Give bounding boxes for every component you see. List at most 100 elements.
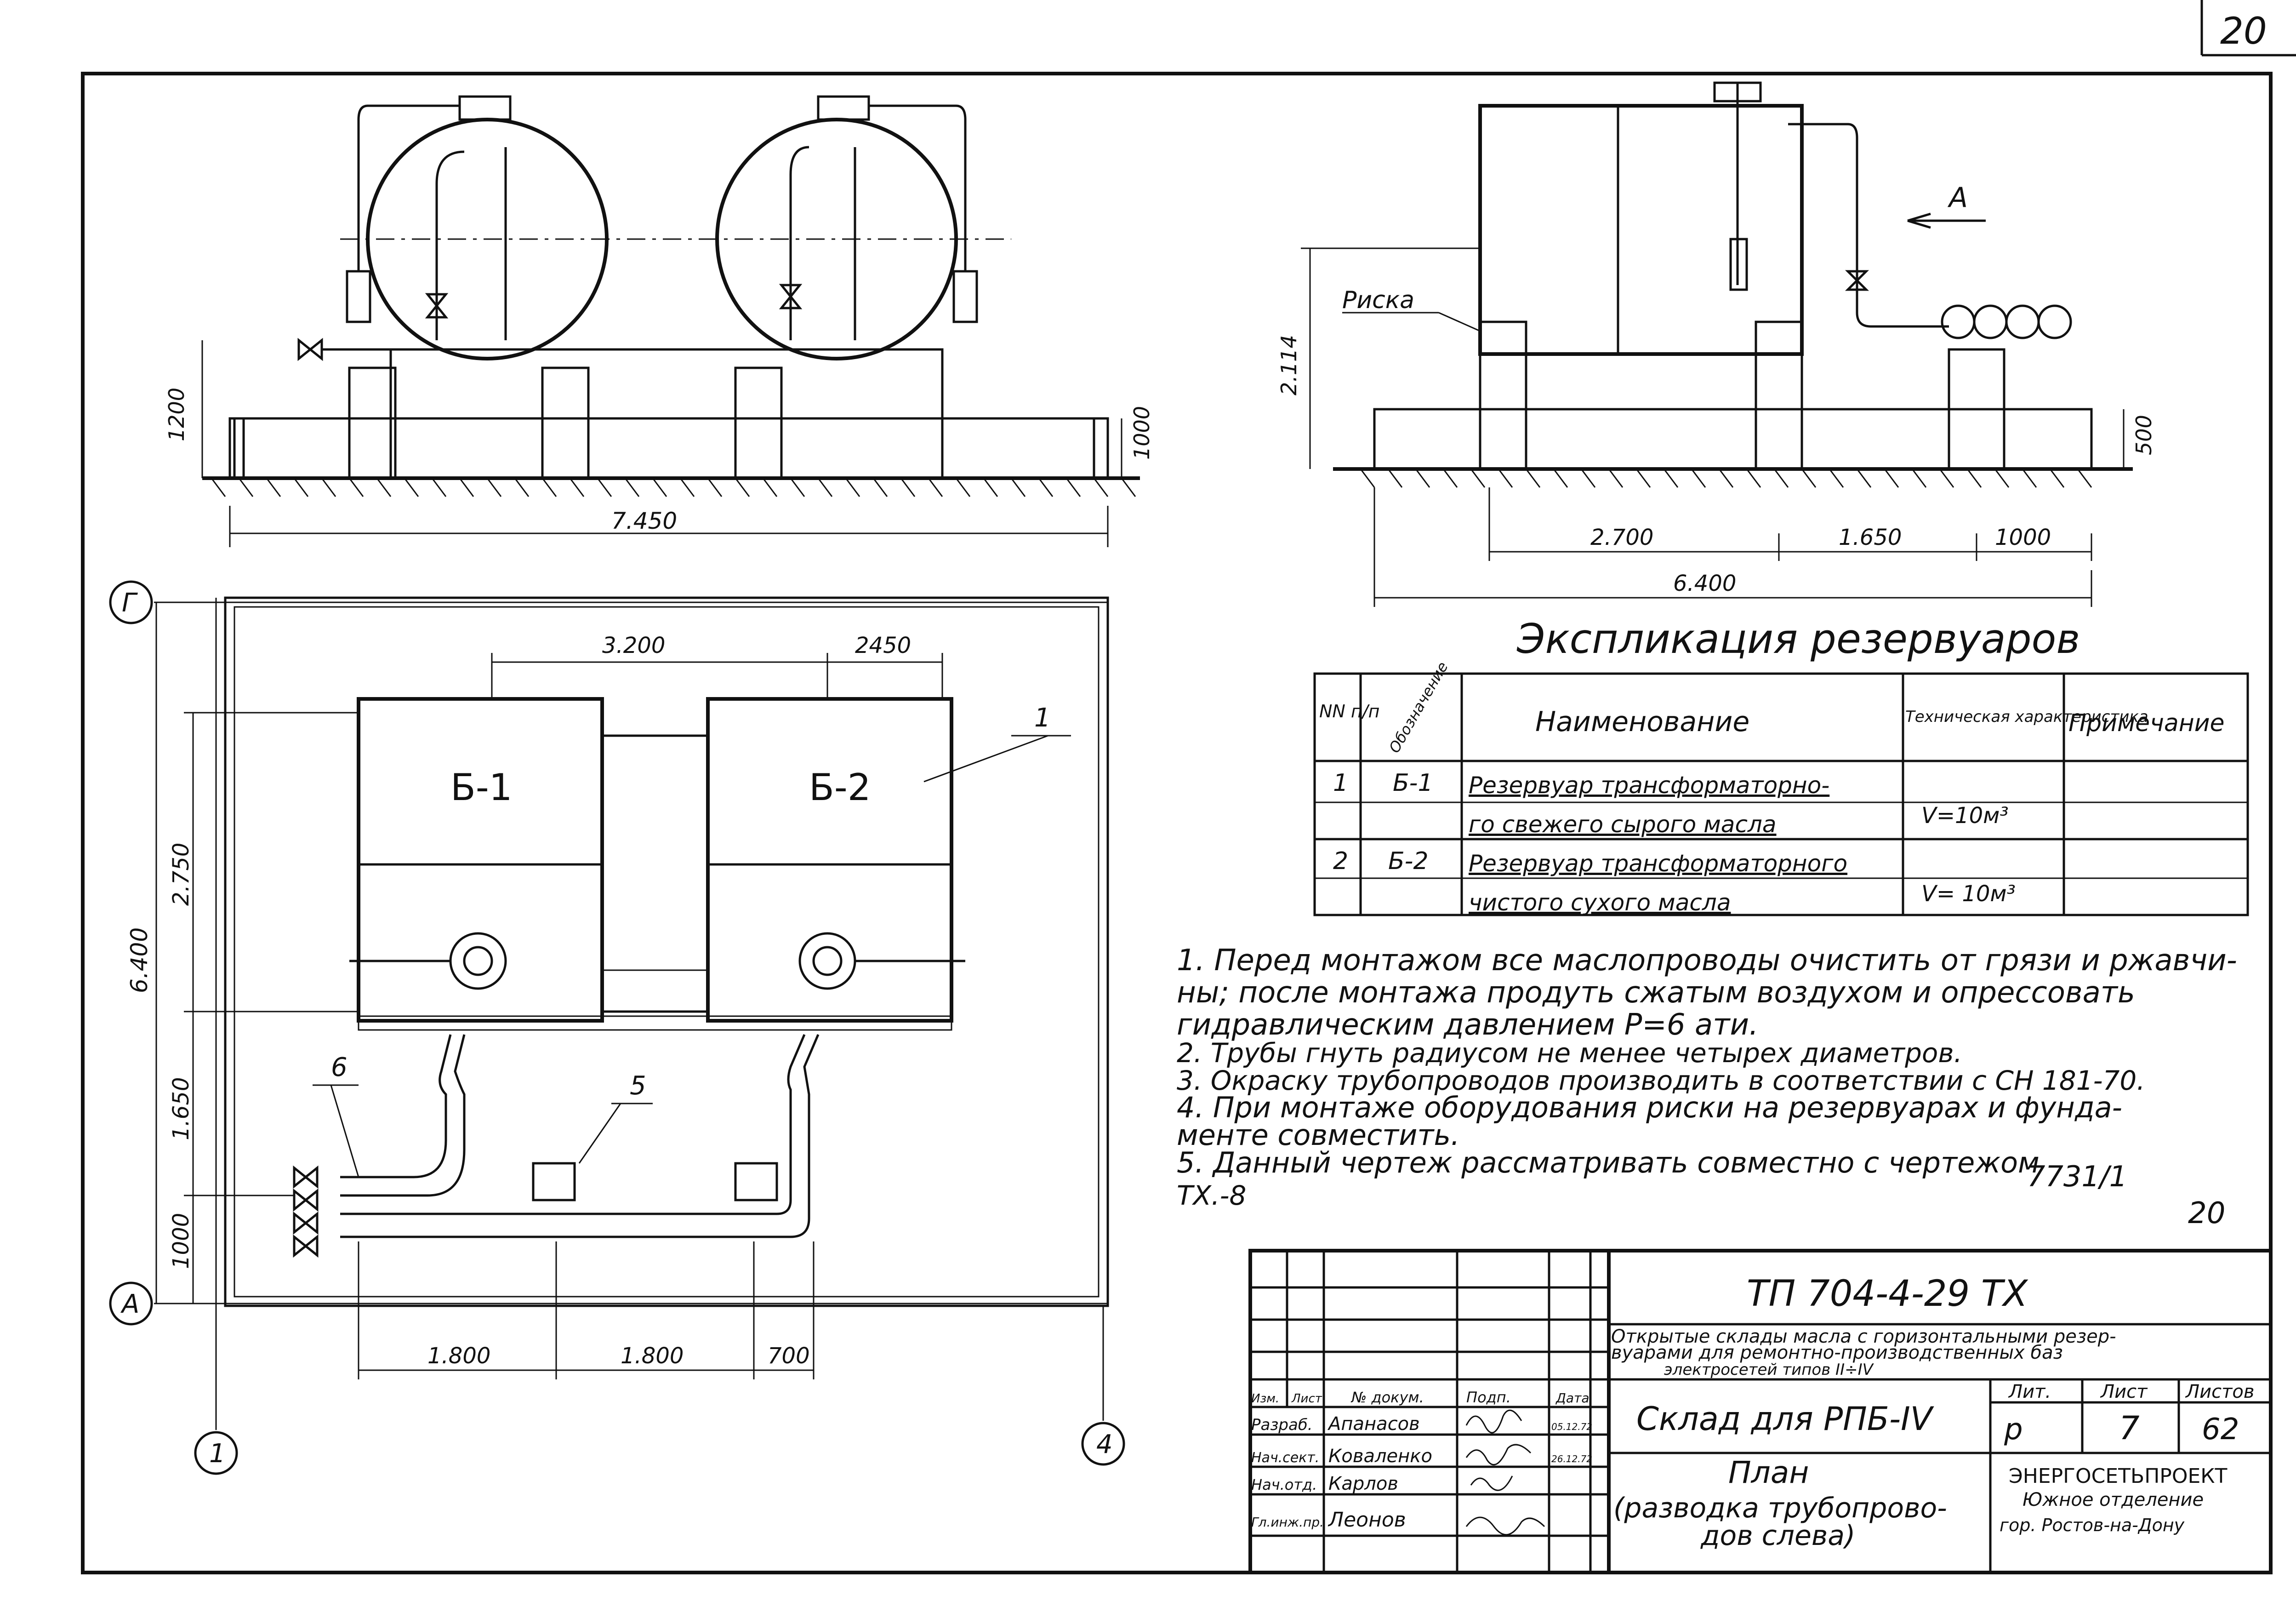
- plan-view: Г А 1 4 Б-1 Б-2 1: [109, 580, 1125, 1475]
- stamp-name: Леонов: [1327, 1508, 1406, 1532]
- stamp-header: Подп.: [1466, 1389, 1511, 1406]
- note-line: гидравлическим давлением P=6 ати.: [1177, 1008, 1758, 1042]
- risk-label: Риска: [1342, 286, 1414, 314]
- plan-dim-left-2: 1.650: [168, 1077, 194, 1140]
- callout-5: 5: [630, 1071, 646, 1101]
- signature: [1465, 1516, 1545, 1536]
- row1-code: Б-1: [1393, 769, 1433, 797]
- sheets-value: 62: [2202, 1413, 2239, 1447]
- dim-length: 7.450: [611, 508, 677, 534]
- note-line: менте совместить.: [1177, 1118, 1460, 1152]
- signature: [1465, 1444, 1532, 1465]
- valve-icon: [293, 1165, 319, 1189]
- side-elevation-view: А Риска 2.114 500 2.700 1.650 1000 6.400: [1276, 81, 2156, 607]
- axis-bubble-g: [109, 580, 153, 624]
- stamp-role: Нач.сект.: [1251, 1450, 1319, 1466]
- side-dim-seg2: 1.650: [1839, 525, 1902, 550]
- note-line: ны; после монтажа продуть сжатым воздухо…: [1177, 976, 2135, 1010]
- tank-b1-label: Б-1: [450, 766, 513, 809]
- row2-name-line1: Резервуар трансформаторного: [1469, 850, 1847, 877]
- signature: [1470, 1475, 1513, 1491]
- valve-icon: [425, 293, 449, 319]
- plan-dim-top-2: 2450: [855, 633, 911, 658]
- org-name: ЭНЕРГОСЕТЬПРОЕКТ: [2009, 1464, 2227, 1488]
- sheet-number-mark: 20: [2188, 1196, 2225, 1230]
- valve-icon: [293, 1234, 319, 1258]
- explication-table: [1313, 672, 2249, 916]
- sheet-value: 7: [2119, 1409, 2140, 1447]
- plan-dim-left-3: 1000: [168, 1213, 194, 1269]
- drawing-name: (разводка трубопрово-: [1613, 1492, 1947, 1524]
- tank-support: [541, 366, 590, 480]
- manhole-b1: [449, 932, 507, 990]
- pipe-support: [532, 1162, 576, 1201]
- axis-bubble-4: [1081, 1422, 1125, 1466]
- front-elevation-view: 1200 1000 7.450: [164, 95, 1154, 547]
- axis-label-4: 4: [1096, 1430, 1113, 1459]
- view-arrow-label: А: [1947, 182, 1968, 214]
- axis-label-a: А: [120, 1289, 139, 1319]
- tank-support: [734, 366, 783, 480]
- plan-dim-left-1: 2.750: [168, 843, 194, 906]
- tank-b2-plan: [706, 697, 953, 1023]
- row1-name-line2: го свежего сырого масла: [1469, 811, 1777, 838]
- row2-num: 2: [1333, 847, 1348, 875]
- stamp-header: Изм.: [1251, 1392, 1279, 1406]
- explication-header-name: Наименование: [1535, 706, 1749, 738]
- explication-section: Экспликация резервуаров NN п/п Обозначен…: [1313, 615, 2249, 916]
- row1-num: 1: [1333, 769, 1348, 797]
- note-line: 4. При монтаже оборудования риски на рез…: [1177, 1091, 2122, 1124]
- plan-dim-bottom-2: 1.800: [621, 1343, 684, 1369]
- row2-name-line2: чистого сухого масла: [1469, 889, 1731, 916]
- side-dim-height: 2.114: [1276, 335, 1301, 395]
- project-desc: вуарами для ремонтно-производственных ба…: [1611, 1342, 2063, 1363]
- lit-value: р: [2004, 1413, 2023, 1447]
- title-block: Изм. Лист № докум. Подп. Дата Разраб. Ап…: [1248, 1249, 2273, 1574]
- axis-label-g: Г: [122, 588, 138, 618]
- valve-icon: [293, 1188, 319, 1212]
- plan-dim-bottom-3: 700: [768, 1343, 810, 1369]
- drawing-name: План: [1728, 1455, 1809, 1490]
- row1-name-line1: Резервуар трансформаторно-: [1469, 772, 1829, 799]
- callout-6: 6: [331, 1052, 348, 1082]
- valve-icon: [1845, 270, 1869, 291]
- note-line: ТХ.-8: [1177, 1180, 1246, 1211]
- stamp-name: Карлов: [1328, 1473, 1398, 1494]
- breather-filter: [952, 270, 978, 323]
- row2-spec: V= 10м³: [1921, 881, 2016, 907]
- stamp-header: № докум.: [1350, 1389, 1424, 1406]
- row1-spec: V=10м³: [1921, 803, 2009, 829]
- dim-height-right: 1000: [1129, 406, 1154, 460]
- project-desc: электросетей типов II÷IV: [1664, 1361, 1874, 1379]
- stamp-header: Лист: [1291, 1392, 1322, 1406]
- drawing-frame: [81, 72, 2273, 1574]
- page-corner-number: 20: [2220, 10, 2267, 52]
- side-dim-seg3: 1000: [1995, 525, 2051, 550]
- project-desc: Открытые склады масла с горизонтальными …: [1611, 1326, 2116, 1347]
- tank-support: [348, 366, 397, 480]
- general-notes: 1. Перед монтажом все маслопроводы очист…: [1177, 944, 2237, 1230]
- stamp-date: 26.12.72: [1551, 1453, 1592, 1464]
- dim-height-left: 1200: [164, 388, 189, 441]
- object-name: Склад для РПБ-IV: [1636, 1400, 1934, 1438]
- manhole-b2: [798, 932, 856, 990]
- signature: [1465, 1409, 1522, 1434]
- pipe-support: [734, 1162, 778, 1201]
- stamp-name: Апанасов: [1327, 1413, 1420, 1435]
- valve-icon: [779, 284, 803, 309]
- explication-header-spec: Техническая характеристика: [1905, 708, 2148, 726]
- side-dim-small: 500: [2131, 415, 2156, 455]
- breather-filter: [1729, 238, 1748, 291]
- tank-b2-label: Б-2: [809, 766, 871, 809]
- breather-filter: [346, 270, 371, 323]
- note-line: 1. Перед монтажом все маслопроводы очист…: [1177, 944, 2237, 978]
- explication-header-num: NN п/п: [1319, 701, 1379, 721]
- stamp-name: Коваленко: [1328, 1446, 1432, 1467]
- side-dim-seg1: 2.700: [1590, 525, 1653, 550]
- sheet-label: Лист: [2100, 1381, 2148, 1402]
- note-line: 5. Данный чертеж рассматривать совместно…: [1177, 1146, 2040, 1179]
- drawing-name: дов слева): [1700, 1520, 1855, 1552]
- axis-bubble-a: [109, 1281, 153, 1326]
- row2-code: Б-2: [1388, 847, 1429, 875]
